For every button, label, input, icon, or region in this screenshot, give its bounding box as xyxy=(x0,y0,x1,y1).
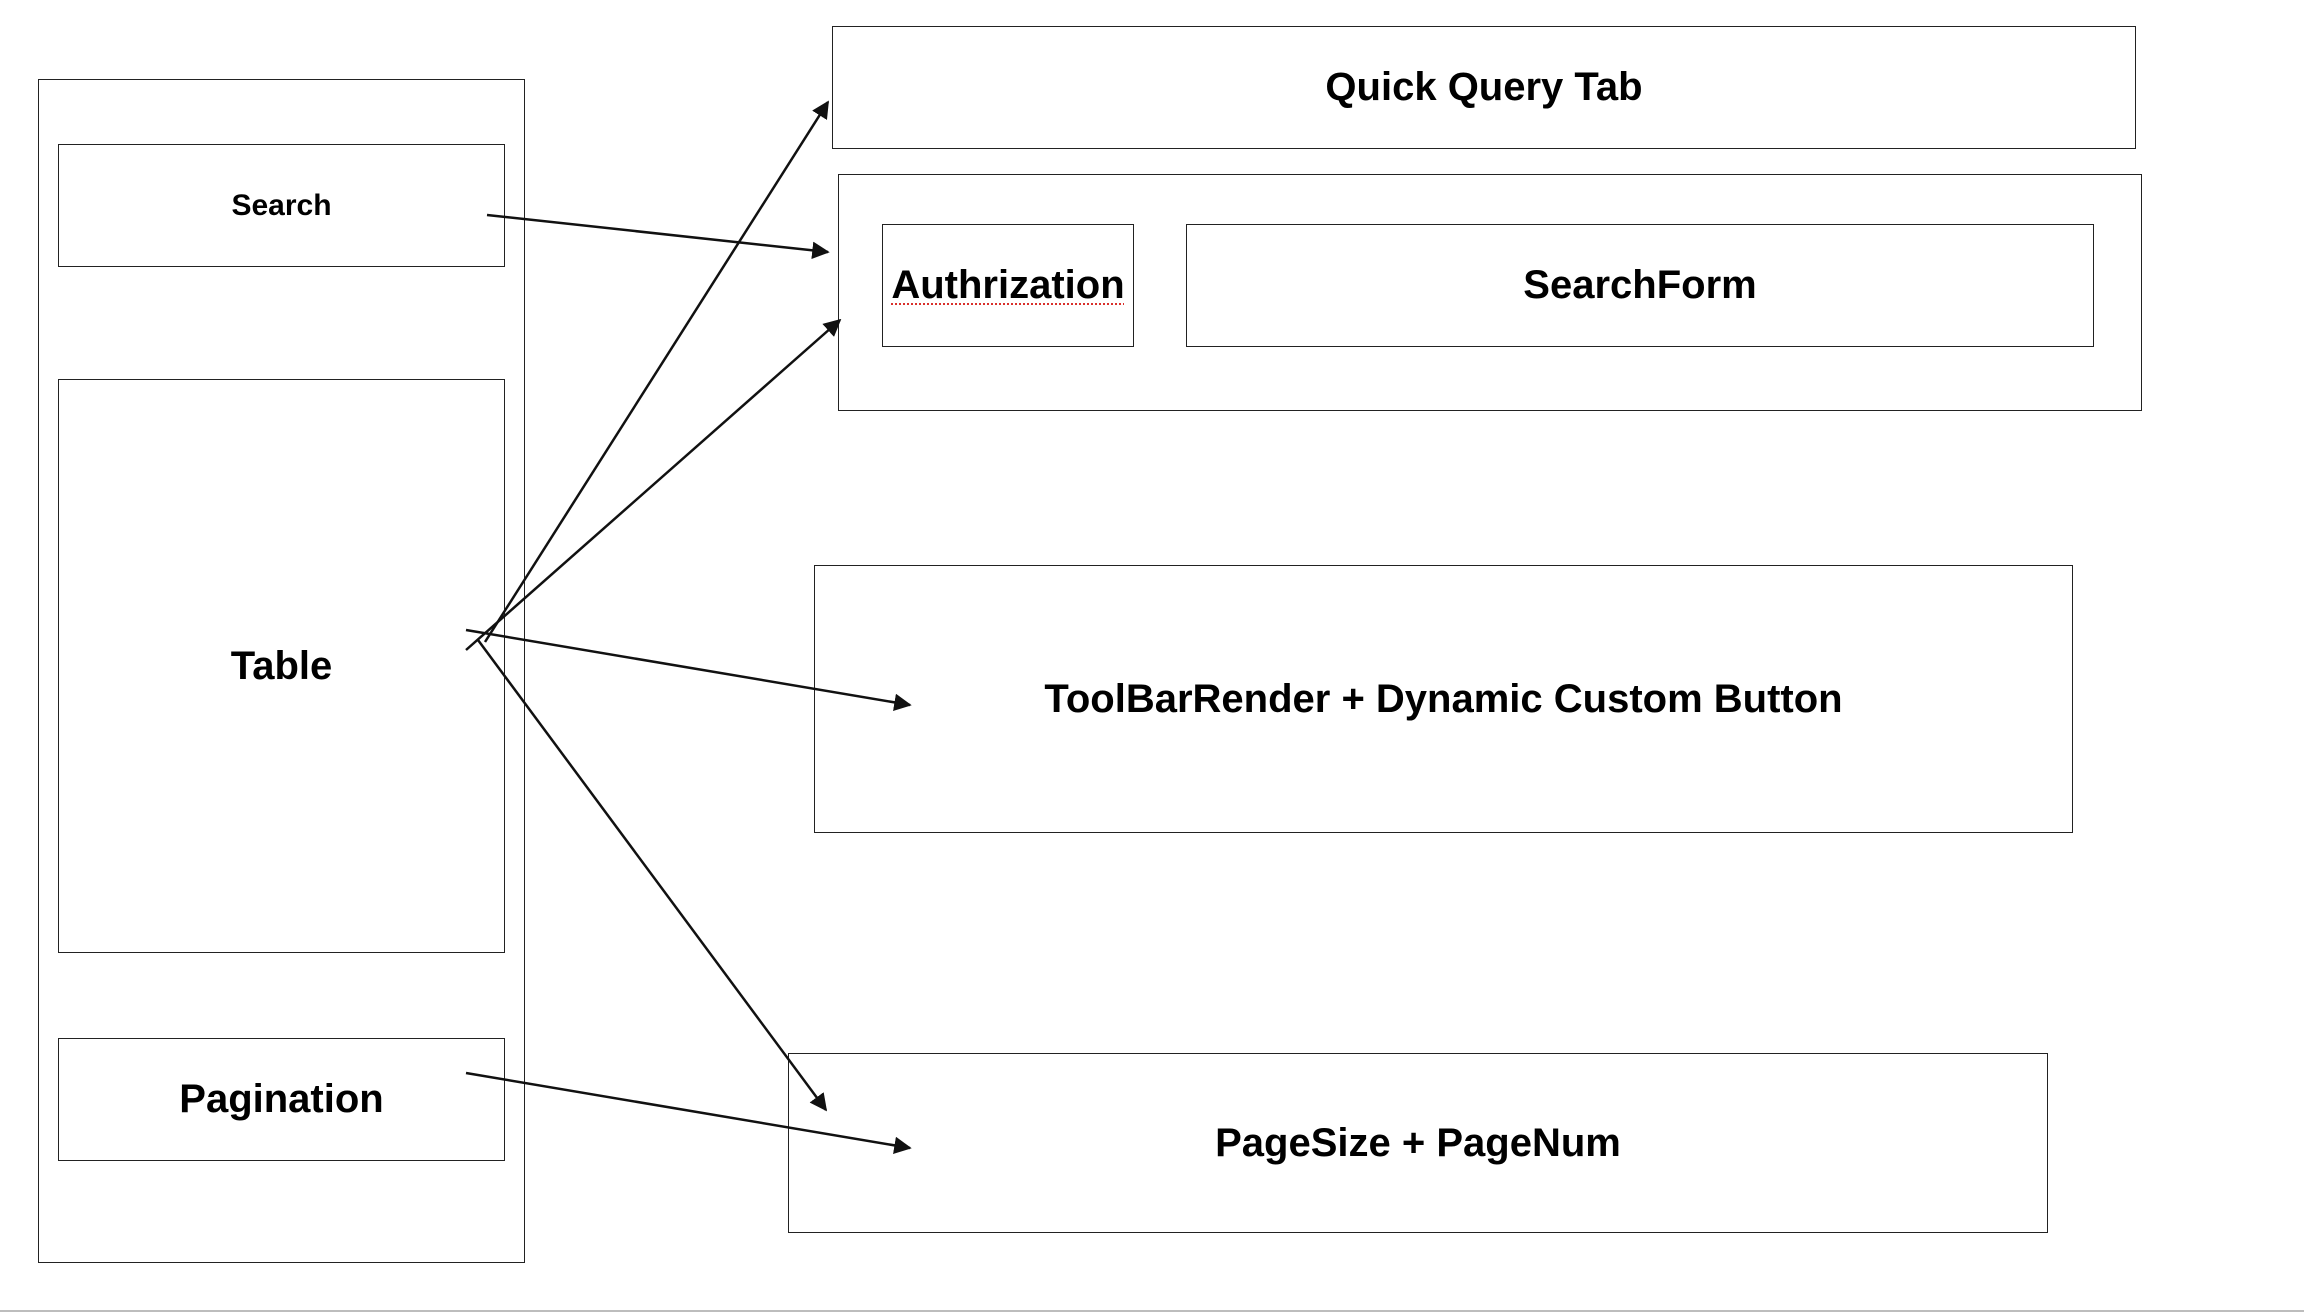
arrow-table-to-quick-query-tab xyxy=(483,100,830,643)
searchform-box: SearchForm xyxy=(1186,224,2094,347)
pagesize-pagenum-label: PageSize + PageNum xyxy=(1215,1120,1621,1165)
pagination-label: Pagination xyxy=(179,1077,384,1121)
pagination-box: Pagination xyxy=(58,1038,505,1161)
bottom-rule xyxy=(0,1310,2304,1312)
toolbar-render-label: ToolBarRender + Dynamic Custom Button xyxy=(1044,676,1843,721)
search-label: Search xyxy=(231,188,332,222)
toolbar-render-box: ToolBarRender + Dynamic Custom Button xyxy=(814,565,2073,833)
searchform-label: SearchForm xyxy=(1523,263,1757,307)
arrow-search-to-search-group xyxy=(486,213,830,259)
arrow-table-to-pagesize xyxy=(476,639,828,1112)
pagesize-pagenum-box: PageSize + PageNum xyxy=(788,1053,2048,1233)
search-group-box xyxy=(838,174,2142,411)
authrization-box: Authrization xyxy=(882,224,1134,347)
quick-query-tab-box: Quick Query Tab xyxy=(832,26,2136,149)
table-box: Table xyxy=(58,379,505,953)
authrization-label: Authrization xyxy=(891,263,1125,307)
search-box: Search xyxy=(58,144,505,267)
quick-query-tab-label: Quick Query Tab xyxy=(1325,65,1643,109)
table-label: Table xyxy=(230,643,333,688)
